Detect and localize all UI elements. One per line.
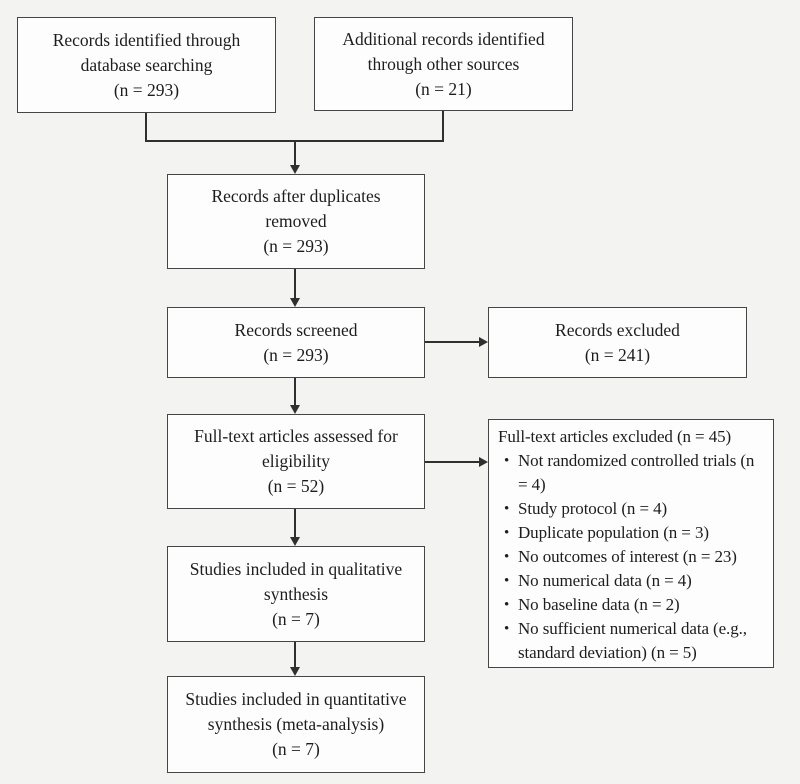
arrow-down-icon bbox=[290, 667, 300, 676]
box-text-line: Records excluded bbox=[555, 319, 680, 340]
arrow-down-icon bbox=[290, 165, 300, 174]
box-text-line: Records identified through bbox=[52, 29, 241, 50]
box-text-line: synthesis (meta-analysis) bbox=[207, 714, 385, 734]
box-records-excluded: Records excluded (n = 241) bbox=[488, 307, 747, 378]
box-text-line: Records screened bbox=[234, 319, 358, 340]
box-text-line: (n = 293) bbox=[113, 79, 180, 100]
box-text-line: Additional records identified bbox=[342, 28, 545, 49]
exclusion-reason-text: No baseline data (n = 2) bbox=[518, 595, 680, 614]
bullet-icon: • bbox=[504, 549, 510, 565]
exclusion-reason-text: Study protocol (n = 4) bbox=[518, 499, 668, 518]
box-text-line: (n = 7) bbox=[272, 608, 320, 629]
arrow-down-icon bbox=[290, 405, 300, 414]
exclusion-reason-text: No outcomes of interest (n = 23) bbox=[518, 547, 737, 566]
box-duplicates-removed: Records after duplicates removed (n = 29… bbox=[167, 174, 425, 269]
exclusion-reason-item: • Study protocol (n = 4) bbox=[498, 497, 765, 521]
bullet-icon: • bbox=[504, 501, 510, 517]
connector-line bbox=[294, 642, 296, 668]
exclusion-reason-text: Not randomized controlled trials (n = 4) bbox=[518, 451, 755, 494]
box-text-line: (n = 7) bbox=[272, 739, 320, 759]
arrow-down-icon bbox=[290, 537, 300, 546]
exclusion-reason-item: • No sufficient numerical data (e.g., st… bbox=[498, 617, 765, 665]
box-text-line: Full-text articles assessed for bbox=[194, 426, 398, 446]
connector-line bbox=[425, 341, 480, 343]
box-text-line: (n = 293) bbox=[263, 344, 329, 365]
box-title: Full-text articles excluded (n = 45) bbox=[498, 427, 732, 446]
box-qualitative-synthesis: Studies included in qualitative synthesi… bbox=[167, 546, 425, 642]
bullet-icon: • bbox=[504, 597, 510, 613]
exclusion-reason-item: • No baseline data (n = 2) bbox=[498, 593, 765, 617]
box-fulltext-excluded: Full-text articles excluded (n = 45) • N… bbox=[488, 419, 774, 668]
exclusion-reason-text: No sufficient numerical data (e.g., stan… bbox=[518, 619, 747, 662]
exclusion-reason-item: • No numerical data (n = 4) bbox=[498, 569, 765, 593]
connector-line bbox=[294, 378, 296, 406]
arrow-right-icon bbox=[479, 457, 488, 467]
box-text-line: Records after duplicates bbox=[211, 186, 381, 206]
box-text-line: (n = 293) bbox=[263, 236, 329, 256]
bullet-icon: • bbox=[504, 573, 510, 589]
box-text-line: (n = 241) bbox=[584, 344, 651, 365]
bullet-icon: • bbox=[504, 453, 510, 469]
box-text-line: eligibility bbox=[261, 451, 331, 471]
exclusion-reason-text: No numerical data (n = 4) bbox=[518, 571, 692, 590]
connector-line bbox=[294, 509, 296, 538]
connector-line bbox=[294, 140, 296, 166]
box-text-line: synthesis bbox=[263, 583, 329, 604]
box-text-line: Studies included in quantitative bbox=[185, 689, 407, 709]
box-text-line: database searching bbox=[80, 54, 213, 75]
bullet-icon: • bbox=[504, 525, 510, 541]
box-records-identified: Records identified through database sear… bbox=[17, 17, 276, 113]
connector-line bbox=[425, 461, 480, 463]
exclusion-reason-item: • Duplicate population (n = 3) bbox=[498, 521, 765, 545]
connector-line bbox=[442, 111, 444, 142]
box-text-line: Studies included in qualitative bbox=[189, 558, 403, 579]
exclusion-reason-text: Duplicate population (n = 3) bbox=[518, 523, 709, 542]
connector-line bbox=[145, 113, 147, 142]
box-text-line: (n = 21) bbox=[415, 78, 472, 99]
box-text-line: removed bbox=[265, 211, 327, 231]
arrow-down-icon bbox=[290, 298, 300, 307]
box-fulltext-assessed: Full-text articles assessed for eligibil… bbox=[167, 414, 425, 509]
exclusion-reason-item: • No outcomes of interest (n = 23) bbox=[498, 545, 765, 569]
box-text-line: through other sources bbox=[367, 53, 520, 74]
box-records-screened: Records screened (n = 293) bbox=[167, 307, 425, 378]
box-additional-records: Additional records identified through ot… bbox=[314, 17, 573, 111]
connector-line bbox=[294, 269, 296, 299]
exclusion-reason-item: • Not randomized controlled trials (n = … bbox=[498, 449, 765, 497]
bullet-icon: • bbox=[504, 621, 510, 637]
box-text-line: (n = 52) bbox=[267, 476, 325, 496]
box-quantitative-synthesis: Studies included in quantitative synthes… bbox=[167, 676, 425, 773]
arrow-right-icon bbox=[479, 337, 488, 347]
